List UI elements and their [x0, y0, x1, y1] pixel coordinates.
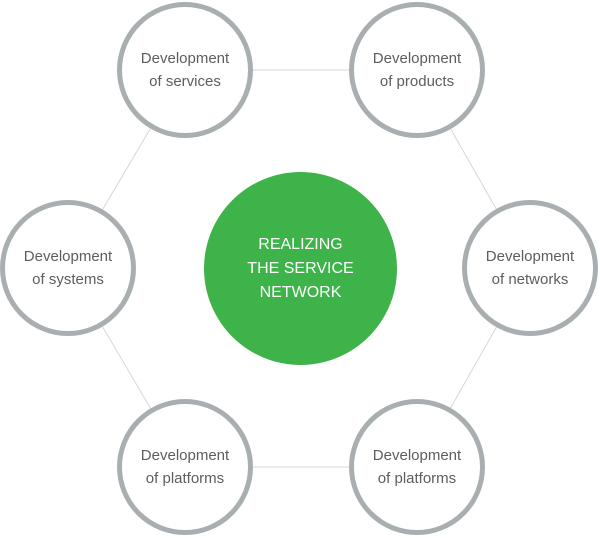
node-label: Development [140, 447, 230, 464]
center-label-line: REALIZING [258, 235, 343, 253]
node-label: Development [140, 50, 230, 67]
center-label-line: NETWORK [259, 283, 342, 301]
node-label: of products [379, 73, 455, 90]
node-label: of systems [32, 271, 104, 288]
node-label: of services [149, 73, 221, 90]
center-circle: REALIZING THE SERVICE NETWORK [204, 172, 397, 365]
node-systems: Development of systems [0, 200, 136, 336]
node-label: Development [372, 447, 462, 464]
node-label: Development [485, 248, 575, 265]
node-services: Development of services [117, 2, 253, 138]
node-products: Development of products [349, 2, 485, 138]
node-platforms-right: Development of platforms [349, 399, 485, 535]
center-label-line: THE SERVICE [247, 259, 354, 277]
node-label: Development [372, 50, 462, 67]
node-label: of platforms [145, 470, 225, 487]
node-networks: Development of networks [462, 200, 598, 336]
node-label: of platforms [377, 470, 457, 487]
node-platforms-left: Development of platforms [117, 399, 253, 535]
node-label: of networks [491, 271, 569, 288]
node-label: Development [23, 248, 113, 265]
